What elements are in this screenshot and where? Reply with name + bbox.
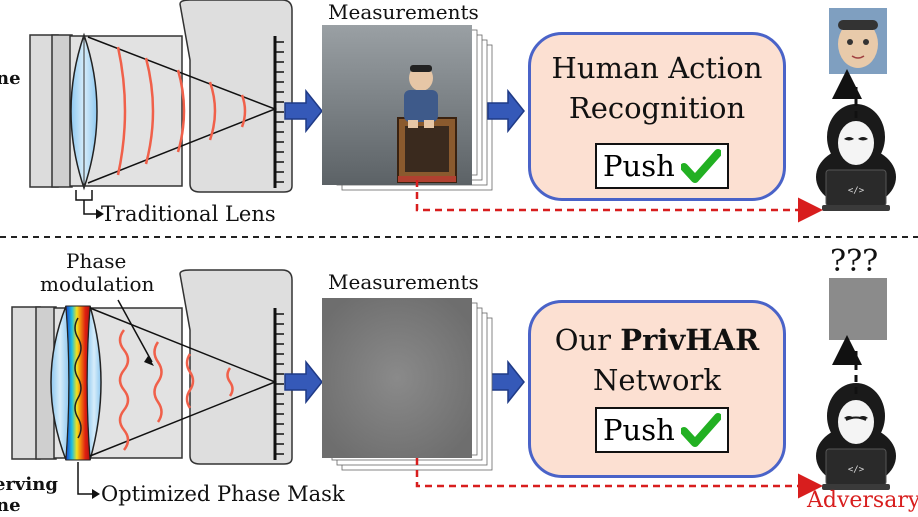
phase-label-line1: Phase — [66, 249, 127, 273]
top-measurements-label: Measurements — [328, 0, 479, 24]
har-box-line1: Human Action — [551, 51, 763, 85]
measurement-stack-bottom — [322, 298, 493, 471]
bottom-left-cut-line1: erving — [0, 474, 58, 495]
optimized-mask-label: Optimized Phase Mask — [101, 482, 345, 506]
hacker-icon — [815, 382, 897, 491]
top-left-cut-label: ne — [0, 68, 21, 89]
modulated-wavefronts — [118, 329, 234, 451]
phase-label-line2: modulation — [40, 272, 155, 296]
traditional-lens-label: Traditional Lens — [101, 202, 276, 226]
privhar-prefix: Our — [554, 323, 621, 357]
har-box: Human Action Recognition Push — [528, 32, 786, 201]
privhar-box-line1: Our PrivHAR — [531, 323, 783, 357]
measurement-blurred — [322, 298, 472, 458]
thumbnail-blurred — [829, 278, 887, 340]
check-icon — [680, 413, 721, 447]
bottom-result-label: Push — [603, 413, 675, 447]
block-arrow-icon — [487, 88, 525, 134]
bottom-measurements-label: Measurements — [328, 270, 479, 294]
hacker-icon — [815, 103, 897, 212]
bottom-left-cut-line2: ne — [0, 495, 21, 516]
block-arrow-icon — [284, 88, 323, 134]
block-arrow-icon — [487, 359, 525, 405]
privhar-name: PrivHAR — [620, 323, 760, 357]
measurement-stack-top — [322, 25, 493, 191]
question-marks: ??? — [830, 244, 879, 279]
har-box-line2: Recognition — [568, 91, 746, 125]
privhar-box: Our PrivHAR Network Push — [528, 300, 786, 478]
bottom-result: Push — [595, 407, 729, 453]
block-arrow-icon — [284, 359, 323, 405]
top-result-label: Push — [603, 149, 675, 183]
top-result: Push — [595, 143, 729, 189]
privhar-box-line2: Network — [593, 363, 721, 397]
leak-path-top — [415, 180, 823, 223]
phase-mask — [65, 305, 91, 461]
check-icon — [680, 149, 721, 183]
lens-icon — [70, 32, 98, 191]
top-camera — [29, 0, 293, 219]
adversary-label: Adversary — [807, 488, 918, 513]
leak-path-bottom — [415, 458, 823, 499]
thumbnail-face — [829, 8, 887, 74]
measurement-photo-top — [322, 25, 472, 185]
bottom-camera — [11, 269, 293, 499]
wavefront-curves — [116, 46, 247, 176]
